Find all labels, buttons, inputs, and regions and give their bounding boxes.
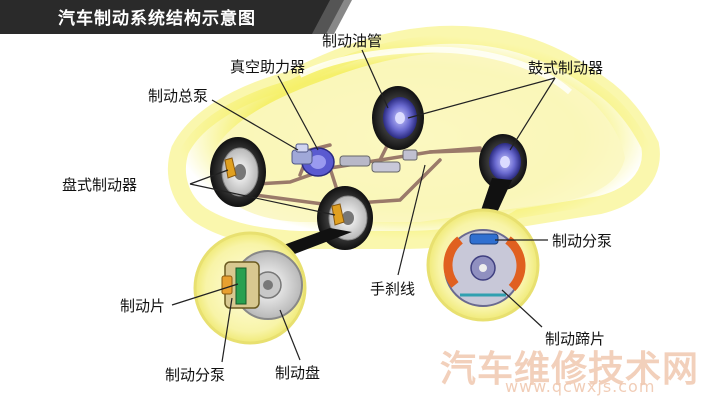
leader-lines: [171, 49, 556, 363]
label-drum-brake: 鼓式制动器: [528, 59, 604, 77]
title-banner: [0, 0, 352, 34]
label-disc-brake: 盘式制动器: [62, 176, 138, 194]
label-handbrake-cable: 手刹线: [370, 280, 416, 298]
drum-brake-detail: [426, 208, 540, 322]
label-wheel-cylinder-right: 制动分泵: [552, 232, 613, 250]
rear-right-drum-wheel: [479, 134, 527, 190]
label-brake-disc: 制动盘: [275, 364, 321, 382]
diagram-title: 汽车制动系统结构示意图: [58, 9, 256, 29]
watermark-url: www.qcwxjs.com: [505, 377, 656, 396]
label-brake-shoe: 制动蹄片: [545, 330, 606, 348]
watermark-site-name: 汽车维修技术网: [440, 349, 700, 390]
label-brake-line: 制动油管: [322, 32, 383, 50]
brake-pedal-assembly: [339, 149, 418, 173]
disc-brake-detail: [193, 231, 307, 345]
label-master-cylinder: 制动总泵: [148, 87, 209, 105]
master-cylinder: [291, 143, 313, 165]
front-left-wheel: [210, 137, 266, 207]
label-brake-pad: 制动片: [120, 297, 166, 315]
label-vacuum-booster: 真空助力器: [230, 58, 306, 76]
label-wheel-cylinder-left: 制动分泵: [165, 366, 226, 384]
rear-left-drum-wheel: [372, 86, 424, 150]
